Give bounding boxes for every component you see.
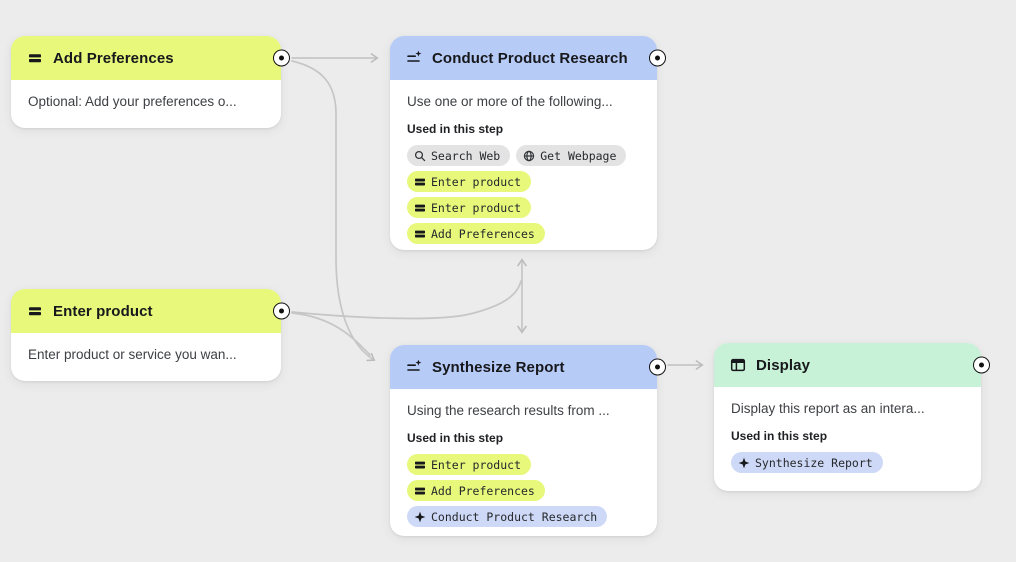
node-title: Conduct Product Research (432, 49, 628, 67)
node-body-enter-product: Enter product or service you wan... (11, 333, 281, 377)
output-port-icon[interactable] (649, 49, 666, 67)
chip-label: Add Preferences (431, 226, 535, 241)
chip-label: Synthesize Report (755, 455, 873, 470)
node-body-display: Display this report as an intera... Used … (714, 387, 981, 487)
node-description: Enter product or service you wan... (28, 347, 237, 362)
generate-text-icon (406, 50, 422, 66)
text-input-icon (414, 459, 426, 471)
sparkle-icon (414, 511, 426, 523)
chip-add-preferences[interactable]: Add Preferences (407, 223, 545, 244)
edge-enter-product-to-synthesize-report (291, 312, 371, 356)
node-body-synthesize-report: Using the research results from ... Used … (390, 389, 657, 541)
text-input-icon (414, 202, 426, 214)
node-header-display[interactable]: Display (714, 343, 990, 387)
node-header-conduct-product-research[interactable]: Conduct Product Research (390, 36, 666, 80)
output-port-dot (279, 55, 284, 61)
chip-list: Synthesize Report (731, 452, 964, 473)
text-input-icon (414, 228, 426, 240)
output-port-icon[interactable] (273, 49, 290, 67)
chip-search-web[interactable]: Search Web (407, 145, 511, 166)
node-description: Using the research results from ... (407, 403, 610, 418)
chip-label: Enter product (431, 200, 522, 215)
output-port-icon[interactable] (273, 302, 290, 320)
globe-icon (523, 150, 535, 162)
chip-label: Search Web (431, 148, 501, 163)
display-icon (730, 357, 746, 373)
text-input-icon (27, 50, 43, 66)
text-input-icon (27, 303, 43, 319)
output-port-dot (279, 308, 284, 314)
chip-get-webpage[interactable]: Get Webpage (516, 145, 627, 166)
output-port-dot (655, 55, 660, 61)
node-description: Optional: Add your preferences o... (28, 94, 237, 109)
node-header-synthesize-report[interactable]: Synthesize Report (390, 345, 666, 389)
chip-label: Enter product (431, 457, 522, 472)
chip-conduct-product-research[interactable]: Conduct Product Research (407, 506, 608, 527)
output-port-icon[interactable] (973, 356, 990, 374)
node-description: Use one or more of the following... (407, 94, 613, 109)
chip-enter-product[interactable]: Enter product (407, 454, 532, 475)
generate-text-icon (406, 359, 422, 375)
node-header-add-preferences[interactable]: Add Preferences (11, 36, 290, 80)
chip-label: Conduct Product Research (431, 509, 598, 524)
output-port-dot (655, 364, 660, 370)
node-body-conduct-product-research: Use one or more of the following... Used … (390, 80, 657, 258)
node-header-enter-product[interactable]: Enter product (11, 289, 290, 333)
search-icon (414, 150, 426, 162)
node-title: Synthesize Report (432, 358, 565, 376)
chip-enter-product[interactable]: Enter product (407, 197, 532, 218)
node-title: Enter product (53, 302, 153, 320)
chip-label: Add Preferences (431, 483, 535, 498)
output-port-icon[interactable] (649, 358, 666, 376)
node-description: Display this report as an intera... (731, 401, 925, 416)
chip-label: Get Webpage (540, 148, 617, 163)
node-title: Display (756, 356, 811, 374)
text-input-icon (414, 176, 426, 188)
used-in-this-step-label: Used in this step (407, 122, 504, 136)
used-in-this-step-label: Used in this step (407, 431, 504, 445)
output-port-dot (979, 362, 984, 368)
node-title: Add Preferences (53, 49, 174, 67)
edge-enter-product-to-conduct-product-research (291, 280, 522, 320)
chip-label: Enter product (431, 174, 522, 189)
used-in-this-step-label: Used in this step (731, 429, 828, 443)
sparkle-icon (738, 457, 750, 469)
text-input-icon (414, 485, 426, 497)
chip-add-preferences[interactable]: Add Preferences (407, 480, 545, 501)
chip-enter-product[interactable]: Enter product (407, 171, 532, 192)
chip-synthesize-report[interactable]: Synthesize Report (731, 452, 883, 473)
node-body-add-preferences: Optional: Add your preferences o... (11, 80, 281, 124)
